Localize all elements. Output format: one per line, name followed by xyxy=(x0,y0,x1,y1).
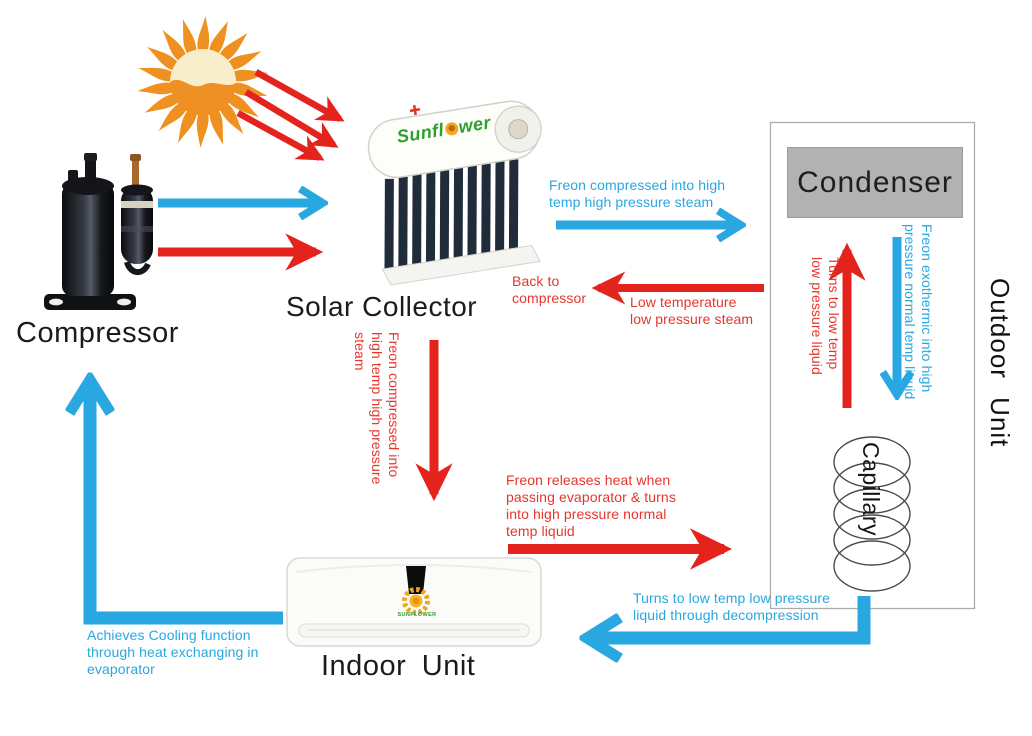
annotation-exothermic: Freon exothermic into high pressure norm… xyxy=(901,224,935,400)
arrow-decompression-to-indoor xyxy=(594,596,871,638)
display-window xyxy=(406,566,426,594)
indoor-unit-brand: SUNFLOWER xyxy=(397,612,437,618)
arrows-sun-to-collector xyxy=(236,69,345,161)
copper-pipe xyxy=(132,160,139,190)
annotation-compressed-steam-vertical: Freon compressed into high temp high pre… xyxy=(351,332,402,485)
annotation-decompression: Turns to low temp low pressure liquid th… xyxy=(633,590,830,624)
annotation-releases-heat: Freon releases heat when passing evapora… xyxy=(506,472,676,540)
annotation-low-temp-steam: Low temperature low pressure steam xyxy=(630,294,754,328)
outdoor-unit-label: Outdoor Unit xyxy=(985,278,1015,448)
sun-disc-lower xyxy=(169,79,236,116)
annotation-compressed-steam-top: Freon compressed into high temp high pre… xyxy=(549,177,726,211)
annotation-back-to-compressor: Back to compressor xyxy=(512,273,587,307)
sunflower-icon xyxy=(443,121,459,137)
solar-collector-label: Solar Collector xyxy=(286,291,478,322)
capillary-coil xyxy=(833,436,911,592)
solar-collector-image xyxy=(367,100,542,286)
compressor-image xyxy=(44,153,153,310)
vacuum-tubes xyxy=(384,159,519,273)
indoor-unit-image xyxy=(286,557,542,647)
annotation-turns-low-liquid: Turns to low temp low pressure liquid xyxy=(808,257,842,375)
condenser-block: Condenser xyxy=(787,147,963,218)
compressor-label: Compressor xyxy=(16,317,179,349)
outdoor-unit-box xyxy=(769,121,976,610)
capillary-label: Capillary xyxy=(858,442,884,536)
tank-valve xyxy=(409,104,421,116)
indoor-unit-label: Indoor Unit xyxy=(321,650,476,682)
arrow-indoor-to-compressor xyxy=(90,387,283,625)
annotation-cooling-function: Achieves Cooling function through heat e… xyxy=(87,627,259,678)
sunflower-logo xyxy=(402,587,430,615)
sun-icon xyxy=(136,16,270,148)
